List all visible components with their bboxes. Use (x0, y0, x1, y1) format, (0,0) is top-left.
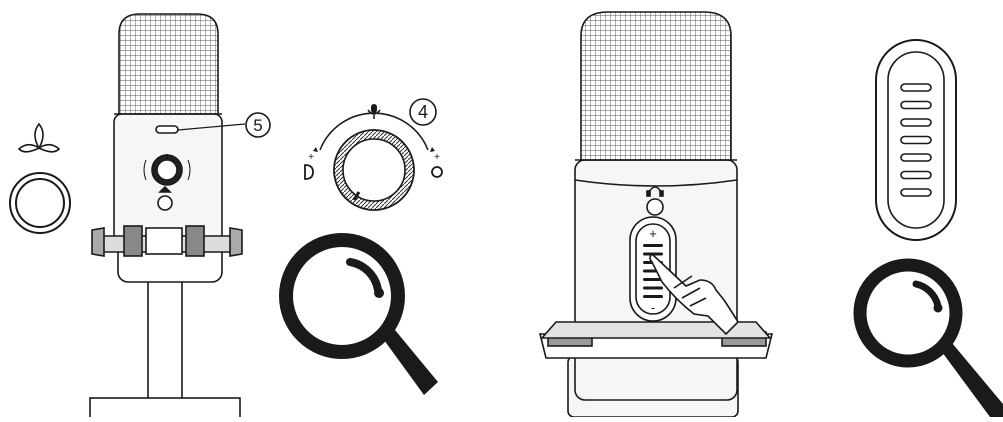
callout-4: 4 (410, 99, 436, 125)
level-bar (901, 119, 931, 126)
magnifying-glass-icon (286, 240, 438, 395)
level-bar (901, 172, 931, 179)
level-bar (901, 137, 931, 144)
left-microphone (90, 14, 245, 417)
level-bar (901, 189, 931, 196)
svg-text:+: + (308, 152, 314, 163)
headphone-jack (158, 196, 172, 210)
level-bar (901, 102, 931, 109)
touch-strip-plus: + (649, 226, 657, 241)
level-bar (901, 154, 931, 161)
right-microphone (540, 12, 772, 417)
headphone-jack (647, 199, 663, 215)
mute-led-indicator (156, 126, 178, 133)
level-bar (901, 84, 931, 91)
svg-text:4: 4 (418, 102, 428, 122)
strip-bar (643, 287, 663, 290)
svg-text:+: + (434, 152, 440, 163)
touch-strip-minus: - (651, 300, 655, 315)
callout-5: 5 (246, 113, 270, 137)
tri-leaf-icon (19, 124, 59, 152)
ring-icon (10, 173, 70, 233)
strip-bar (643, 244, 663, 247)
svg-text:5: 5 (253, 116, 262, 135)
mic-symbol-icon (368, 104, 380, 119)
magnifying-glass-icon (860, 265, 1003, 417)
strip-bar (643, 295, 663, 298)
volume-level-bars (901, 84, 931, 196)
